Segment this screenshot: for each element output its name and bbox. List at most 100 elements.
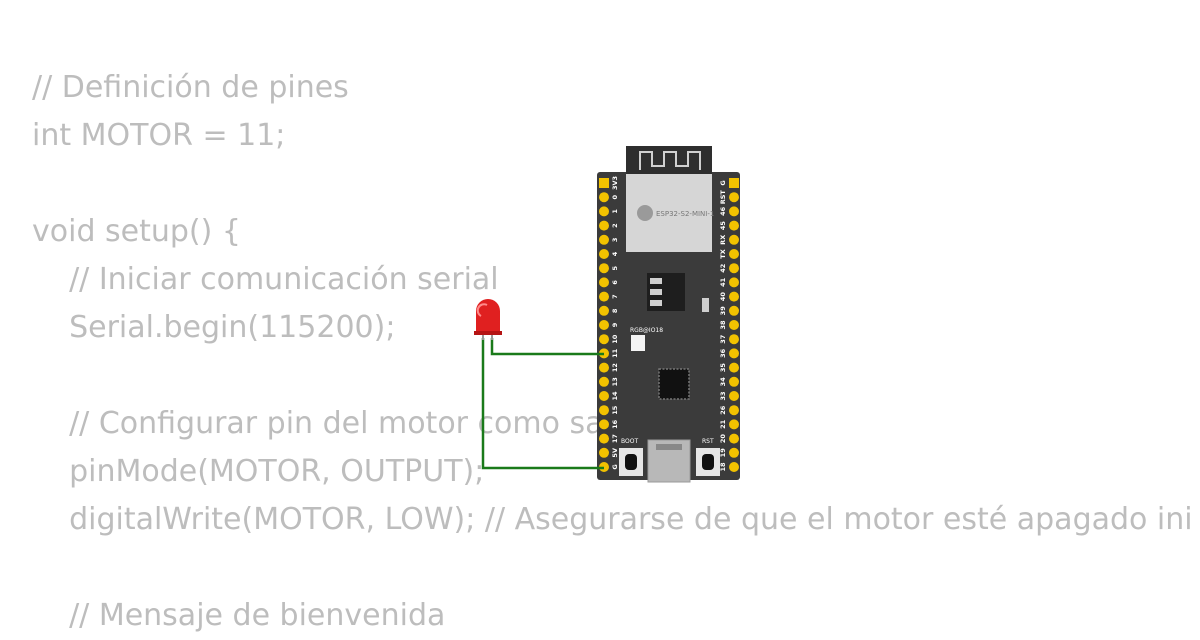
right-pin-label-42: 42	[719, 264, 727, 273]
left-pin-9[interactable]	[599, 320, 609, 330]
right-pin-rst[interactable]	[729, 192, 739, 203]
left-pin-5[interactable]	[599, 263, 609, 274]
right-pin-label-39: 39	[719, 306, 727, 316]
left-pin-17[interactable]	[599, 433, 609, 444]
right-pin-34[interactable]	[729, 376, 739, 387]
code-line-4: void setup() {	[32, 214, 241, 249]
left-pin-0[interactable]	[599, 192, 609, 203]
left-pin-label-10: 10	[611, 334, 619, 344]
right-pin-33[interactable]	[729, 391, 739, 401]
left-pin-label-16: 16	[611, 419, 619, 429]
antenna-trace	[639, 151, 701, 170]
right-pin-label-35: 35	[719, 363, 727, 373]
left-pin-3[interactable]	[599, 234, 609, 245]
code-line-6: Serial.begin(115200);	[50, 310, 396, 345]
right-pin-45[interactable]	[729, 220, 739, 231]
right-pin-label-20: 20	[719, 434, 727, 444]
left-pin-label-8: 8	[611, 308, 619, 313]
left-pin-label-5: 5	[611, 265, 619, 270]
right-pin-label-36: 36	[719, 348, 727, 358]
left-pin-8[interactable]	[599, 305, 609, 316]
left-pin-4[interactable]	[599, 249, 609, 259]
left-pin-label-5v: 5V	[611, 448, 619, 458]
right-pin-35[interactable]	[729, 362, 739, 373]
left-pin-6[interactable]	[599, 277, 609, 288]
left-pin-label-11: 11	[611, 348, 619, 358]
left-pin-15[interactable]	[599, 405, 609, 416]
regulator-tab-1	[650, 278, 662, 284]
right-pin-42[interactable]	[729, 263, 739, 274]
regulator-tab-3	[650, 300, 662, 306]
right-pin-label-19: 19	[719, 448, 727, 458]
right-pin-label-33: 33	[719, 391, 727, 400]
right-pin-tx[interactable]	[729, 249, 739, 259]
right-pin-label-38: 38	[719, 320, 727, 330]
right-pin-18[interactable]	[729, 462, 739, 472]
left-pin-2[interactable]	[599, 220, 609, 231]
right-pin-label-40: 40	[719, 292, 727, 302]
code-line-5: // Iniciar comunicación serial	[50, 262, 499, 297]
right-pin-36[interactable]	[729, 348, 739, 359]
right-pin-label-rx: RX	[719, 235, 727, 245]
left-pin-14[interactable]	[599, 391, 609, 401]
right-pin-label-34: 34	[719, 377, 727, 387]
left-pin-label-13: 13	[611, 377, 619, 386]
left-pin-label-3v3: 3V3	[611, 176, 619, 190]
right-pin-19[interactable]	[729, 447, 739, 458]
left-pin-3v3[interactable]	[599, 178, 609, 188]
code-line-12: // Mensaje de bienvenida	[50, 598, 446, 633]
right-pin-38[interactable]	[729, 320, 739, 330]
right-pin-21[interactable]	[729, 419, 739, 430]
left-pin-label-g: G	[611, 464, 619, 469]
left-pin-label-4: 4	[611, 251, 619, 256]
right-pin-41[interactable]	[729, 277, 739, 288]
rst-label: RST	[702, 438, 714, 445]
led-rim	[474, 331, 502, 335]
left-pin-1[interactable]	[599, 206, 609, 217]
rgb-led[interactable]	[631, 335, 645, 351]
rst-button[interactable]	[702, 454, 714, 470]
right-pin-header: GRST4645RXTX4241403938373635343326212019…	[719, 178, 739, 472]
left-pin-label-15: 15	[611, 405, 619, 415]
left-pin-label-17: 17	[611, 434, 619, 443]
left-pin-13[interactable]	[599, 376, 609, 387]
left-pin-label-9: 9	[611, 322, 619, 327]
right-pin-rx[interactable]	[729, 234, 739, 245]
right-pin-26[interactable]	[729, 405, 739, 416]
right-pin-label-46: 46	[719, 206, 727, 216]
left-pin-7[interactable]	[599, 291, 609, 302]
left-pin-label-2: 2	[611, 223, 619, 228]
wire-led-anode-to-pin11[interactable]	[490, 338, 604, 356]
boot-button[interactable]	[625, 454, 637, 470]
left-pin-12[interactable]	[599, 362, 609, 373]
code-line-10: digitalWrite(MOTOR, LOW); // Asegurarse …	[50, 502, 1193, 537]
right-pin-37[interactable]	[729, 334, 739, 345]
right-pin-20[interactable]	[729, 433, 739, 444]
right-pin-g[interactable]	[729, 178, 739, 188]
right-pin-label-41: 41	[719, 277, 727, 287]
code-line-1: // Definición de pines	[32, 70, 349, 105]
right-pin-46[interactable]	[729, 206, 739, 217]
right-pin-label-45: 45	[719, 221, 727, 231]
module-label: ESP32-S2-MINI-1	[656, 210, 714, 218]
right-pin-label-26: 26	[719, 405, 727, 415]
code-line-2: int MOTOR = 11;	[32, 118, 286, 153]
red-led[interactable]	[476, 299, 500, 333]
left-pin-label-12: 12	[611, 363, 619, 372]
right-pin-40[interactable]	[729, 291, 739, 302]
boot-label: BOOT	[621, 438, 638, 445]
right-pin-39[interactable]	[729, 305, 739, 316]
left-pin-5v[interactable]	[599, 447, 609, 458]
left-pin-label-7: 7	[611, 294, 619, 299]
left-pin-label-0: 0	[611, 194, 619, 199]
left-pin-16[interactable]	[599, 419, 609, 430]
left-pin-10[interactable]	[599, 334, 609, 345]
regulator-tab-2	[650, 289, 662, 295]
led-highlight	[476, 303, 488, 317]
right-pin-label-21: 21	[719, 419, 727, 429]
wire-led-cathode-to-gnd[interactable]	[481, 338, 604, 470]
code-line-9: pinMode(MOTOR, OUTPUT);	[50, 454, 485, 489]
right-pin-label-rst: RST	[719, 190, 727, 205]
